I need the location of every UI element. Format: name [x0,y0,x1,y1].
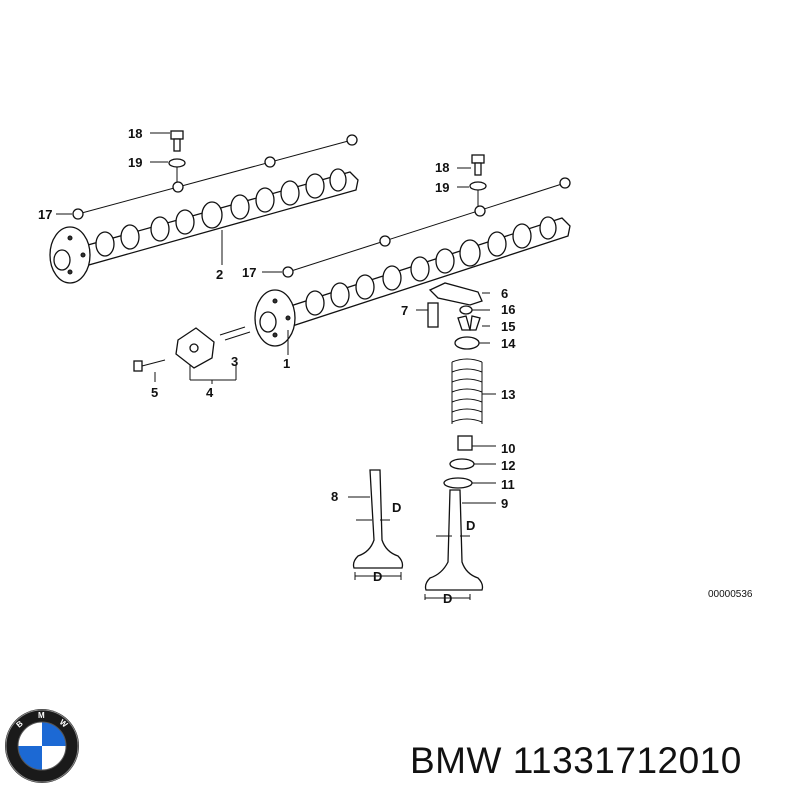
footer: B M W BMW 11331712010 [0,700,800,800]
callout-labels: 18 19 17 2 18 19 17 6 7 16 15 14 3 1 5 4… [38,126,753,606]
dimension-d-stem-left: D [392,500,401,515]
callout-18-left: 18 [128,126,142,141]
brand-part-number: BMW 11331712010 [410,740,742,782]
callout-14: 14 [501,336,516,351]
callout-17-left: 17 [38,207,52,222]
callout-19-left: 19 [128,155,142,170]
callout-9: 9 [501,496,508,511]
camshaft-left [49,130,359,284]
callout-17-right: 17 [242,265,256,280]
bmw-logo-icon: B M W [5,709,79,783]
callout-10: 10 [501,441,515,456]
callout-13: 13 [501,387,515,402]
callout-2: 2 [216,267,223,282]
dimension-d-stem-right: D [466,518,475,533]
callout-16: 16 [501,302,515,317]
callout-18-right: 18 [435,160,449,175]
callout-12: 12 [501,458,515,473]
brand-name: BMW [410,740,502,781]
callout-leaders [56,132,471,273]
valve-train [348,282,496,600]
dimension-d-head-left: D [373,569,382,584]
dimension-d-head-right: D [443,591,452,606]
callout-15: 15 [501,319,515,334]
logo-letter-m: M [38,711,45,720]
logo-letter-w: W [58,718,70,730]
callout-1: 1 [283,356,290,371]
callout-19-right: 19 [435,180,449,195]
camshaft-right [133,154,571,384]
callout-4: 4 [206,385,214,400]
callout-11: 11 [501,477,515,492]
callout-7: 7 [401,303,408,318]
logo-letter-b: B [15,719,25,730]
callout-6: 6 [501,286,508,301]
callout-5: 5 [151,385,158,400]
callout-8: 8 [331,489,338,504]
part-number: 11331712010 [512,740,742,781]
callout-3: 3 [231,354,238,369]
diagram-reference-code: 00000536 [708,589,753,600]
